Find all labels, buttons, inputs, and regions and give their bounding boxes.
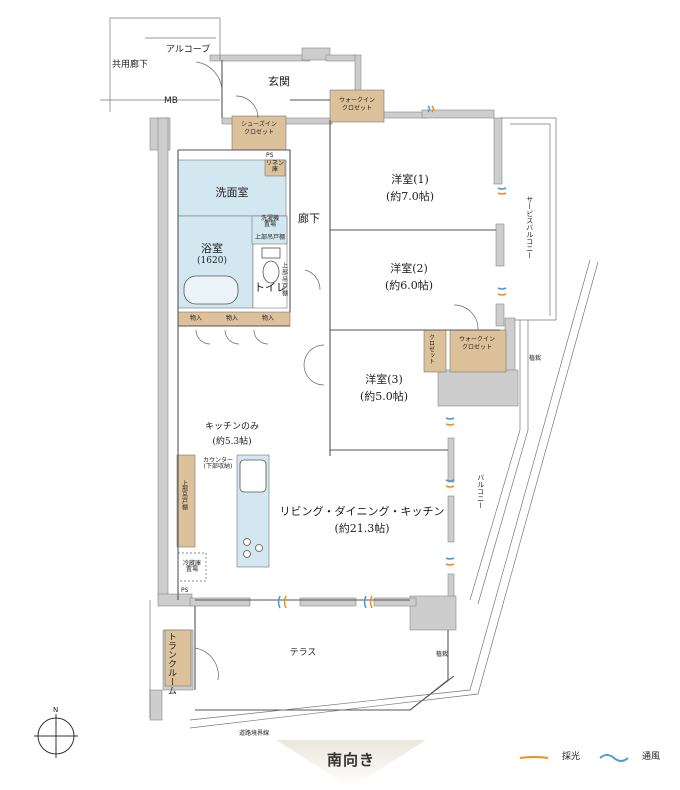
label-linen: リネン 庫	[265, 160, 285, 173]
label-fridge: 冷蔵庫 置場	[182, 560, 202, 574]
linen-area	[264, 159, 286, 177]
label-counter: カウンター (下部収納)	[202, 457, 234, 471]
partitions	[177, 60, 500, 711]
label-service-balcony: サービスバルコニー	[525, 196, 534, 259]
label-ps-upper: PS	[266, 152, 274, 159]
label-balcony: バルコニー	[476, 474, 485, 509]
toilet-bowl	[262, 260, 280, 284]
label-mb: MB	[164, 96, 178, 106]
label-laundry: 洗濯機 置場	[260, 215, 280, 229]
label-corridor: 廊下	[298, 212, 320, 225]
south-orientation-label: 南向き	[326, 751, 376, 769]
legend-wind-label: 通風	[642, 752, 661, 762]
kitchen-cabinet-area	[176, 454, 196, 548]
kitchen-sink	[239, 459, 267, 493]
compass-north-label: N	[53, 706, 59, 714]
label-trunk-room: トランクルーム	[166, 632, 176, 695]
label-bedroom-3-size: (約5.0帖)	[359, 390, 409, 403]
label-toilet: トイレ	[254, 281, 287, 294]
south-arrow-icon	[276, 740, 426, 788]
label-kitchen-size: (約5.3帖)	[212, 437, 252, 447]
label-kitchen-only: キッチンのみ	[204, 422, 260, 432]
label-bath: 浴室	[201, 242, 223, 255]
label-kitchen-cabinet: 上部吊戸棚	[180, 480, 188, 510]
label-storage-2: 物入	[225, 315, 239, 322]
label-alcove: アルコーブ	[166, 45, 211, 55]
walls	[149, 47, 519, 721]
label-ldk-size: (約21.3帖)	[334, 522, 390, 535]
label-bath-size: (1620)	[197, 256, 227, 266]
bathtub	[183, 275, 239, 305]
label-ps-lower: PS	[181, 587, 189, 594]
legend-light-swatch	[519, 756, 549, 759]
stove-burner-3	[255, 544, 263, 552]
label-wic-mid: ウォークイン クロゼット	[458, 336, 496, 351]
wic-top-area	[329, 89, 385, 123]
trunk-room-area	[164, 629, 192, 687]
label-bedroom-2: 洋室(2)	[390, 262, 428, 275]
label-bedroom-2-size: (約6.0帖)	[384, 279, 434, 292]
label-road-boundary: 道路境界線	[238, 730, 270, 737]
legend-light-label: 採光	[562, 752, 581, 762]
legend-wind-swatch	[599, 754, 629, 762]
ventilation-markers	[277, 105, 507, 609]
label-storage-1: 物入	[189, 315, 203, 322]
shoes-closet-area	[231, 115, 287, 151]
legend-swatches	[519, 754, 629, 762]
label-storage-3: 物入	[261, 315, 275, 322]
stove-burner-1	[243, 538, 251, 546]
label-upper-cabinet-bath: 上部吊戸棚	[254, 234, 286, 241]
label-closet: クロゼット	[427, 334, 435, 364]
label-wic-top: ウォークイン クロゼット	[338, 97, 376, 112]
label-bedroom-3: 洋室(3)	[365, 373, 403, 386]
compass-icon	[34, 714, 78, 758]
label-toilet-cabinet: 上部吊戸棚	[280, 262, 288, 297]
laundry-area	[251, 215, 288, 245]
label-ldk: リビング・ダイニング・キッチン	[279, 505, 445, 518]
toilet-tank	[261, 247, 281, 259]
fixtures	[183, 247, 281, 558]
label-planting-right: 植栽	[529, 355, 542, 362]
label-planting-bottom: 植栽	[436, 651, 449, 658]
stove-burner-2	[243, 550, 251, 558]
door-swings	[194, 61, 479, 681]
balcony-lines	[100, 17, 599, 729]
label-bedroom-1-size: (約7.0帖)	[385, 190, 435, 203]
label-washroom: 洗面室	[215, 186, 249, 199]
fridge-box	[177, 552, 207, 582]
label-terrace: テラス	[289, 648, 317, 658]
label-entrance: 玄関	[268, 75, 290, 88]
label-common-corridor: 共用廊下	[112, 60, 149, 70]
label-bedroom-1: 洋室(1)	[391, 173, 429, 186]
label-shoes-closet: シューズイン クロゼット	[241, 121, 277, 136]
